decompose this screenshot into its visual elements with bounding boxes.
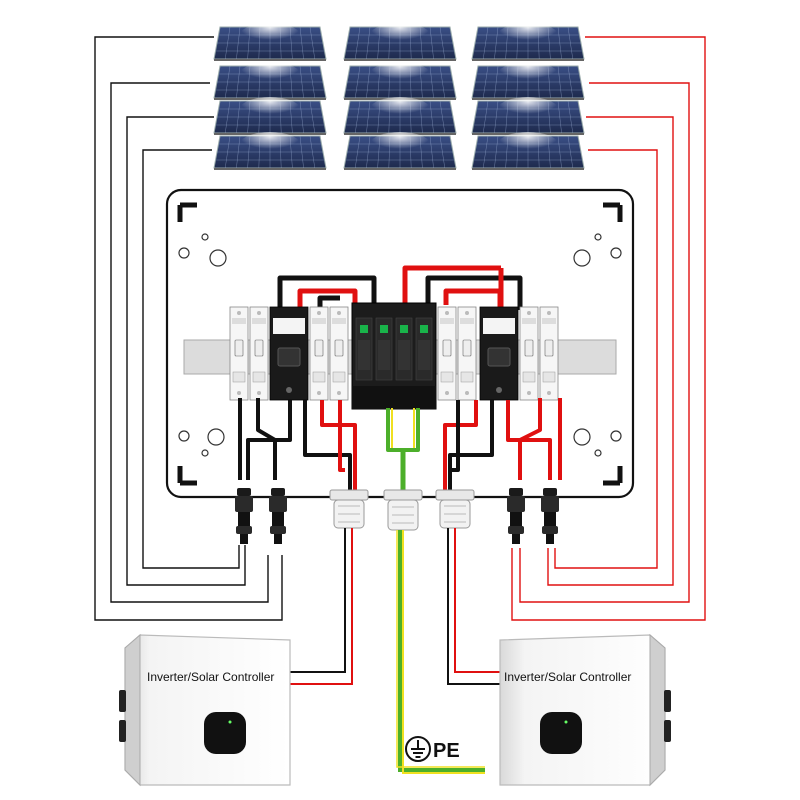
solar-panel — [213, 23, 327, 61]
inverter-display-icon — [540, 712, 582, 754]
dc-isolator-module — [479, 306, 519, 401]
solar-panel — [213, 62, 327, 100]
cable-gland-right — [435, 489, 475, 529]
ground-icon — [405, 736, 431, 762]
dc-breaker-pole — [457, 306, 477, 401]
dc-breaker-pole — [539, 306, 559, 401]
dc-breaker-pole — [309, 306, 329, 401]
pe-earth-label: PE — [405, 736, 460, 762]
corner-bracket-icon — [177, 466, 197, 486]
inverter-left-label: Inverter/Solar Controller — [147, 670, 274, 684]
mc4-connectors — [235, 488, 559, 544]
dc-breaker-pole — [329, 306, 349, 401]
solar-panel-array — [213, 23, 585, 170]
dc-breaker-pole — [519, 306, 539, 401]
dc-breaker-pole — [437, 306, 457, 401]
corner-bracket-icon — [603, 202, 623, 222]
dc-breaker-pole — [229, 306, 249, 401]
din-devices — [229, 302, 559, 410]
pe-earth-cable — [396, 530, 485, 774]
solar-panel — [471, 97, 585, 135]
corner-bracket-icon — [177, 202, 197, 222]
inverter-left: Inverter/Solar Controller — [119, 633, 291, 787]
solar-panel — [213, 97, 327, 135]
solar-panel — [471, 132, 585, 170]
cable-gland-center — [383, 489, 423, 531]
dc-breaker-pole — [249, 306, 269, 401]
string-wires-negative — [94, 36, 283, 621]
solar-panel — [343, 97, 457, 135]
dc-isolator-module — [269, 306, 309, 401]
inverter-right-label: Inverter/Solar Controller — [504, 670, 631, 684]
pe-label: PE — [433, 740, 460, 762]
solar-panel — [471, 23, 585, 61]
mc4-connector — [541, 488, 559, 544]
inverter-right: Inverter/Solar Controller — [499, 633, 671, 787]
cable-glands — [329, 489, 475, 531]
mc4-connector — [269, 488, 287, 544]
mc4-connector — [235, 488, 253, 544]
inverter-output-cables — [290, 528, 500, 685]
inverter-display-icon — [204, 712, 246, 754]
string-wires-positive — [511, 36, 706, 621]
corner-bracket-icon — [603, 466, 623, 486]
solar-panel — [343, 62, 457, 100]
mc4-connector — [507, 488, 525, 544]
cable-gland-left — [329, 489, 369, 529]
solar-panel — [343, 132, 457, 170]
solar-panel — [213, 132, 327, 170]
solar-panel — [471, 62, 585, 100]
surge-protection-device — [351, 302, 437, 410]
solar-panel — [343, 23, 457, 61]
